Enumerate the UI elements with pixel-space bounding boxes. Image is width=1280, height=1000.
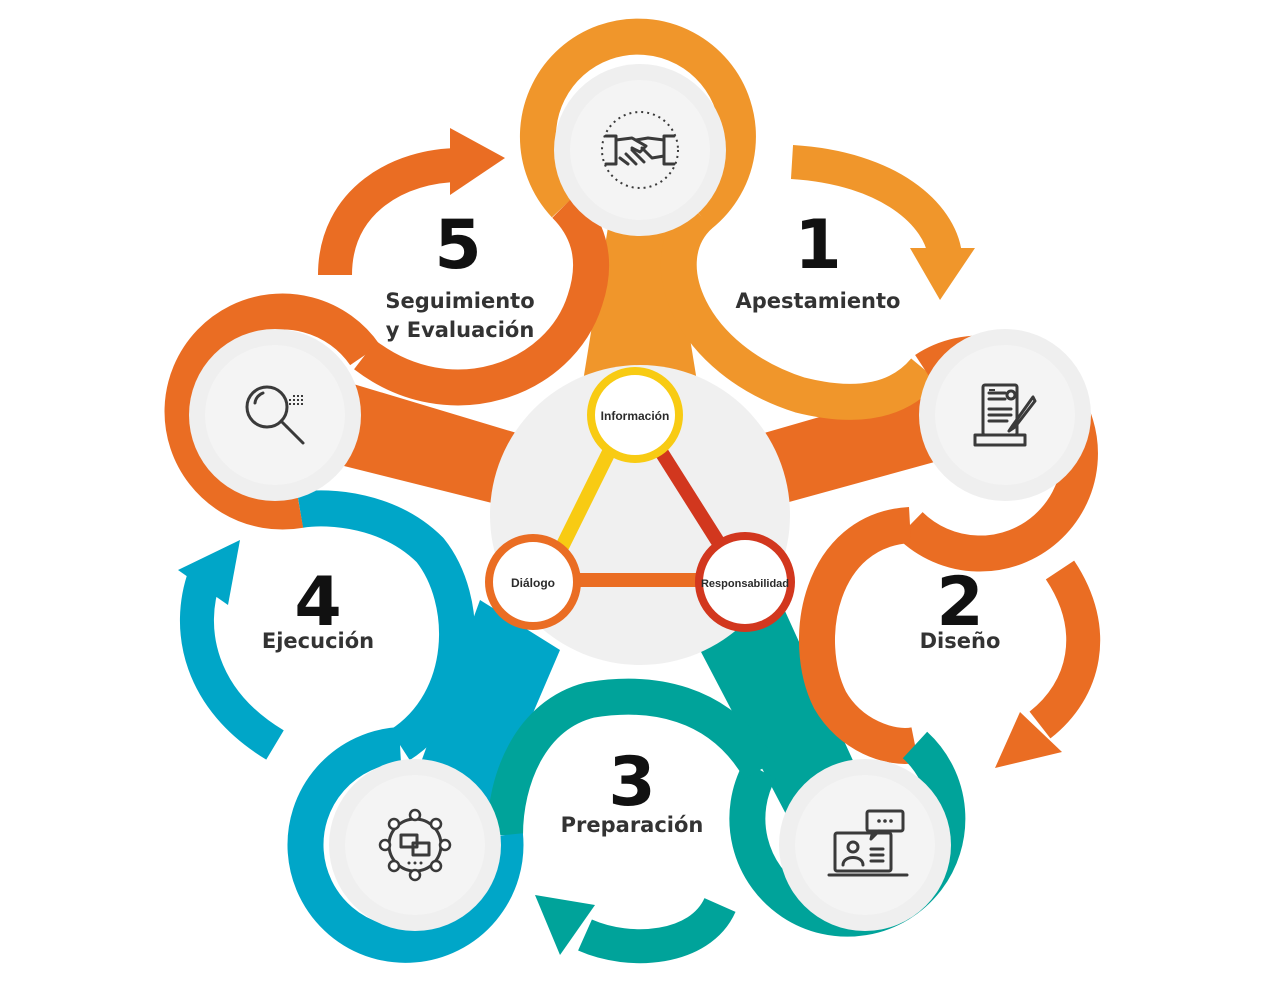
value-node-info xyxy=(587,367,683,463)
value-label-resp: Responsabilidad xyxy=(701,578,789,590)
arrow-4-to-5 xyxy=(179,569,285,760)
step-labels: 1 Apestamiento 2 Diseño 3 Preparación 4 … xyxy=(262,206,1000,837)
step-nodes xyxy=(189,64,1091,931)
loop-5 xyxy=(354,192,610,406)
step-5-number: 5 xyxy=(434,206,481,285)
node-5 xyxy=(189,329,361,501)
loop-4 xyxy=(297,490,476,761)
arrow-3-to-4 xyxy=(578,896,736,964)
step-1-title: Apestamiento xyxy=(736,289,901,313)
arrow-1-to-2 xyxy=(790,145,962,259)
step-5-title-line1: Seguimiento xyxy=(385,289,534,313)
cycle-arrows xyxy=(178,128,1101,964)
loop-3 xyxy=(487,678,776,836)
node-3 xyxy=(779,759,951,931)
node-4 xyxy=(329,759,501,931)
step-4-number: 4 xyxy=(294,563,341,642)
video-chat-icon xyxy=(827,809,909,877)
step-5-title-line2: y Evaluación xyxy=(386,318,535,342)
handshake-icon xyxy=(601,111,679,189)
arrow-head-2-to-3 xyxy=(995,712,1062,768)
step-2-number: 2 xyxy=(936,563,983,642)
network-collaboration-icon xyxy=(378,808,452,882)
arrow-head-3-to-4 xyxy=(535,895,595,955)
loop-2 xyxy=(799,507,919,764)
magnifier-icon xyxy=(245,385,305,445)
ring-top xyxy=(519,18,756,230)
arrow-head-4-to-5 xyxy=(178,540,240,605)
value-label-info: Información xyxy=(601,409,670,423)
node-1 xyxy=(554,64,726,236)
arrow-head-5-to-1 xyxy=(450,128,505,195)
link-info-dialog xyxy=(551,446,617,559)
node-2 xyxy=(919,329,1091,501)
arrow-5-to-1 xyxy=(318,148,461,276)
step-3-title: Preparación xyxy=(561,813,704,837)
arrow-2-to-3 xyxy=(1029,560,1101,739)
arrow-head-1-to-2 xyxy=(910,248,975,300)
step-4-title: Ejecución xyxy=(262,629,374,653)
link-info-resp xyxy=(654,446,726,549)
step-3-number: 3 xyxy=(608,743,655,822)
loop-1 xyxy=(660,201,939,420)
ring-left xyxy=(164,293,380,530)
spoke-left xyxy=(320,380,540,510)
value-label-dialog: Diálogo xyxy=(511,576,555,590)
spoke-right xyxy=(740,385,960,510)
values-triangle: Información Diálogo Responsabilidad xyxy=(485,367,795,632)
value-node-resp xyxy=(695,532,795,632)
ring-bottom-left xyxy=(287,727,524,963)
step-1-number: 1 xyxy=(794,206,841,285)
value-node-dialog xyxy=(485,534,581,630)
step-2-title: Diseño xyxy=(920,629,1001,653)
document-signing-icon xyxy=(973,383,1037,447)
